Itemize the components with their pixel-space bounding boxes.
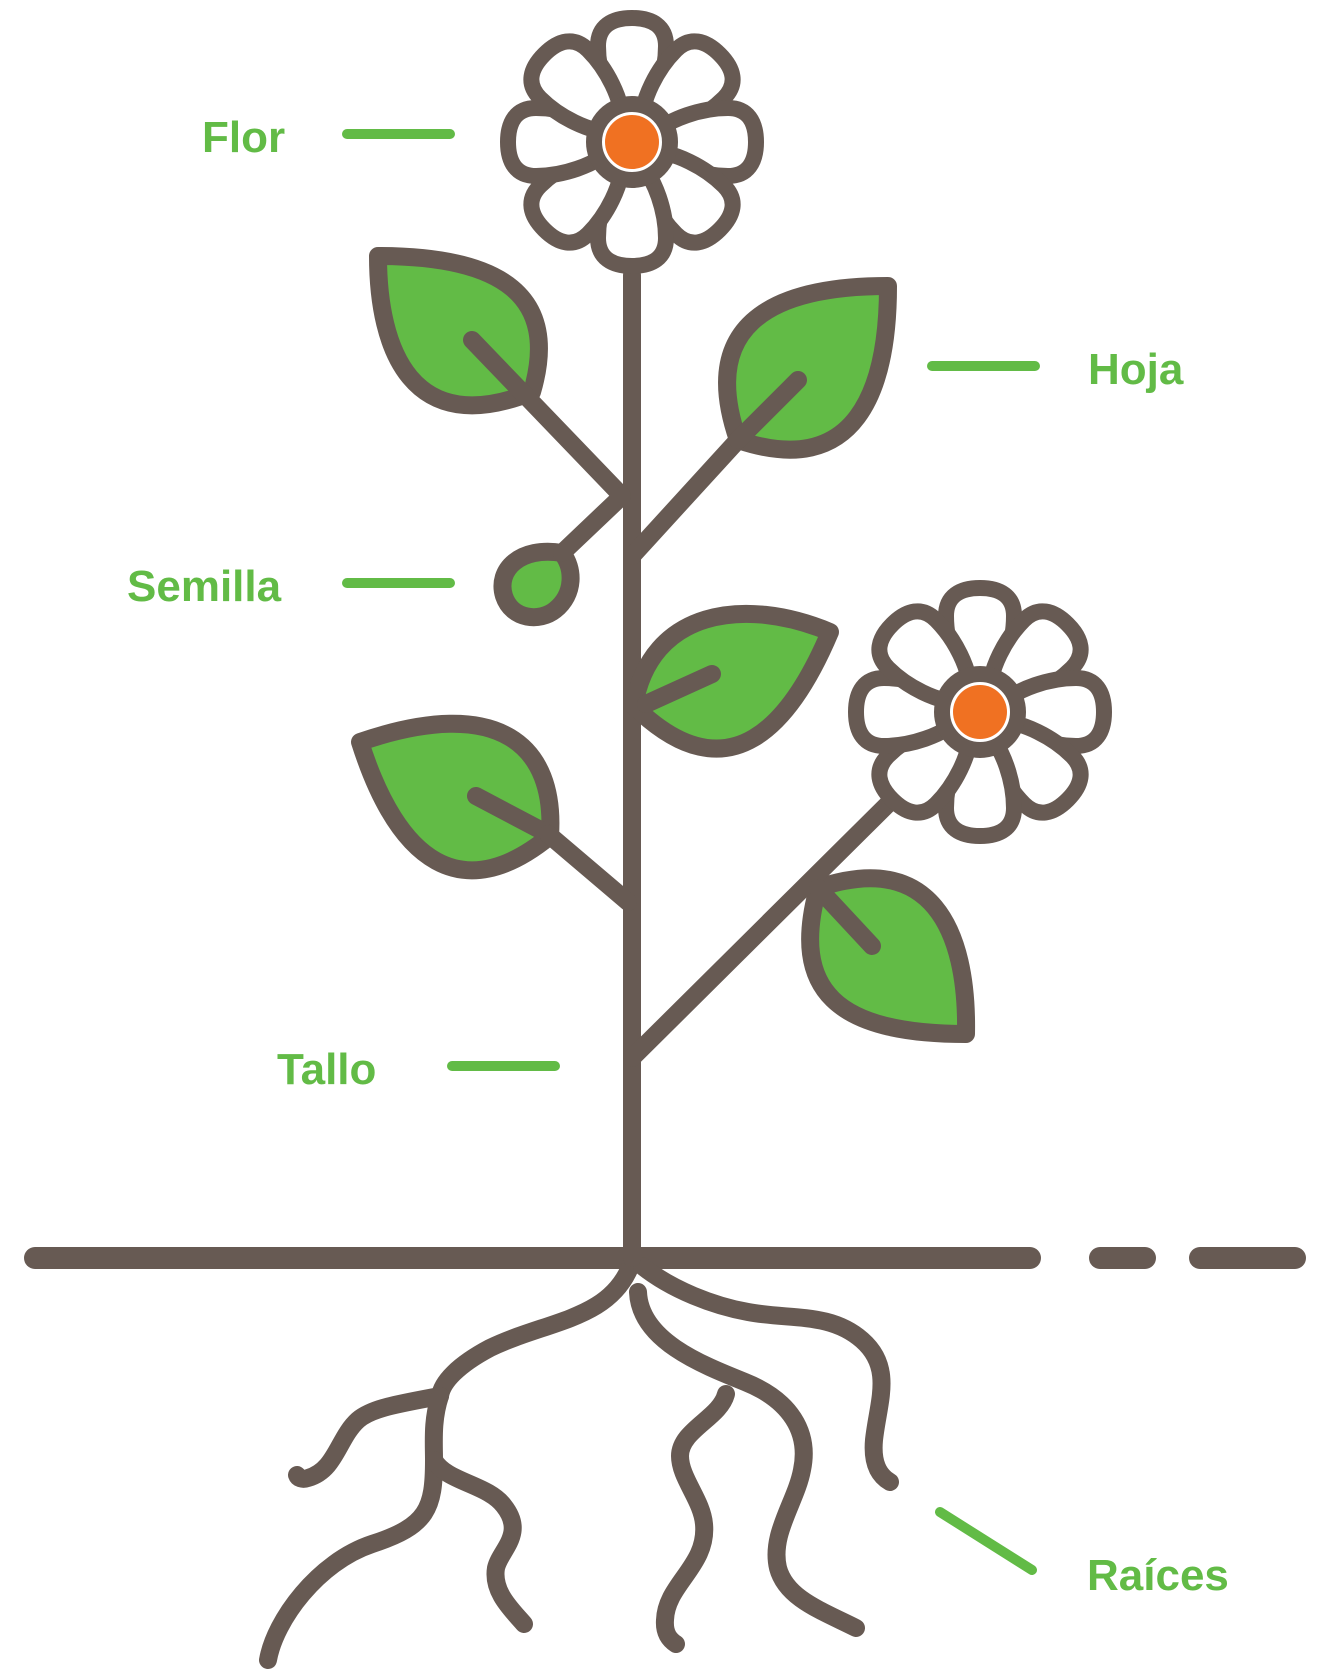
flower-center [953, 685, 1007, 739]
label-semilla: Semilla [127, 562, 282, 611]
label-tallo: Tallo [277, 1045, 376, 1094]
labels: Flor Hoja Semilla Tallo Raíces [127, 113, 1229, 1600]
leader-line-raices [940, 1512, 1032, 1570]
roots [268, 1262, 890, 1660]
label-raices: Raíces [1087, 1551, 1229, 1600]
flower-center [605, 115, 659, 169]
leaf-middle-right [634, 614, 830, 749]
label-hoja: Hoja [1088, 345, 1184, 394]
flower-top [508, 18, 756, 266]
label-flor: Flor [202, 113, 285, 162]
flower-right [856, 588, 1104, 836]
leaf-lower-left [360, 724, 550, 871]
